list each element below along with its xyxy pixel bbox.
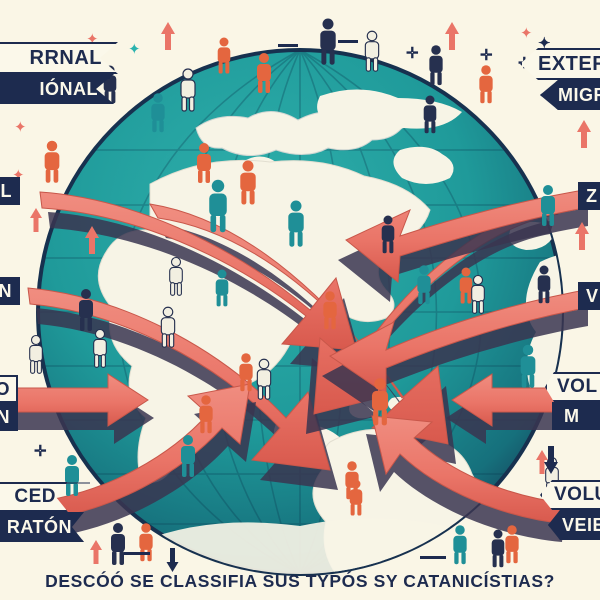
small-down-arrows — [166, 446, 558, 572]
sparkle-icon: ✦ — [520, 25, 533, 42]
label-forced-bottom-left-sub[interactable]: RATÓN — [0, 512, 84, 542]
dash-tick — [420, 556, 446, 559]
dash-tick — [124, 552, 150, 555]
dash-tick — [278, 44, 298, 47]
label-text: RRNAL — [29, 46, 102, 69]
label-right-mid-upper[interactable]: Z — [578, 182, 600, 210]
label-text: M — [564, 405, 580, 426]
label-text: IÓNAL — [39, 78, 98, 99]
label-left-mid-upper[interactable]: L — [0, 177, 20, 205]
arrow-lower-right-inbound — [322, 287, 597, 414]
label-right-voluntary[interactable]: VOL — [545, 372, 600, 402]
label-left-voluntary-sub[interactable]: N — [0, 403, 18, 431]
arrow-top-left-inbound — [149, 203, 456, 464]
arrow-bottom-right-inbound — [366, 415, 571, 542]
label-voluntary-bottom-right-sub[interactable]: VEIEG — [548, 510, 600, 540]
label-text: N — [0, 280, 12, 301]
people-figures — [29, 18, 591, 572]
label-text: MIGR — [558, 84, 600, 105]
sparkle-icon: ✦ — [128, 41, 141, 58]
arrow-left-horizontal — [7, 373, 154, 444]
migration-arrows — [7, 187, 597, 542]
label-external-top-right[interactable]: EXTER — [520, 48, 600, 80]
label-text: N — [0, 406, 10, 427]
dash-tick — [60, 482, 90, 484]
label-text: VOLUN — [554, 484, 600, 505]
label-text: L — [0, 180, 12, 201]
sparkle-icon: ✦ — [14, 119, 27, 136]
label-text: O — [0, 378, 10, 399]
label-left-mid-lower[interactable]: N — [0, 277, 20, 305]
label-right-voluntary-sub[interactable]: M — [552, 402, 600, 430]
label-left-voluntary[interactable]: O — [0, 375, 18, 403]
label-text: VEIEG — [562, 514, 600, 535]
page-title: DESCÓÓ SE CLASSIFIA SUS TYPÓS SY CATANIC… — [45, 571, 555, 591]
plus-mark: ✛ — [406, 45, 419, 62]
label-voluntary-bottom-right[interactable]: VOLUN — [540, 480, 600, 510]
label-text: Z — [586, 185, 598, 206]
arrow-lower-left-inbound — [27, 287, 338, 490]
plus-mark: ✦ — [538, 35, 551, 52]
label-text: EXTER — [538, 52, 600, 75]
dash-tick — [338, 40, 358, 43]
label-internal-sub-top-left[interactable]: IÓNAL — [0, 74, 114, 104]
label-internal-top-left[interactable]: RRNAL — [0, 42, 118, 74]
arrow-mid-right-inbound — [338, 187, 597, 302]
label-text: VOL — [557, 376, 598, 397]
plus-mark: ✛ — [34, 443, 47, 460]
plus-mark: ✛ — [480, 47, 493, 64]
label-text: V — [586, 285, 599, 306]
label-text: CED — [14, 486, 56, 507]
label-text: RATÓN — [6, 516, 72, 537]
small-up-arrows — [30, 22, 591, 564]
label-right-mid-lower[interactable]: V — [578, 282, 600, 310]
